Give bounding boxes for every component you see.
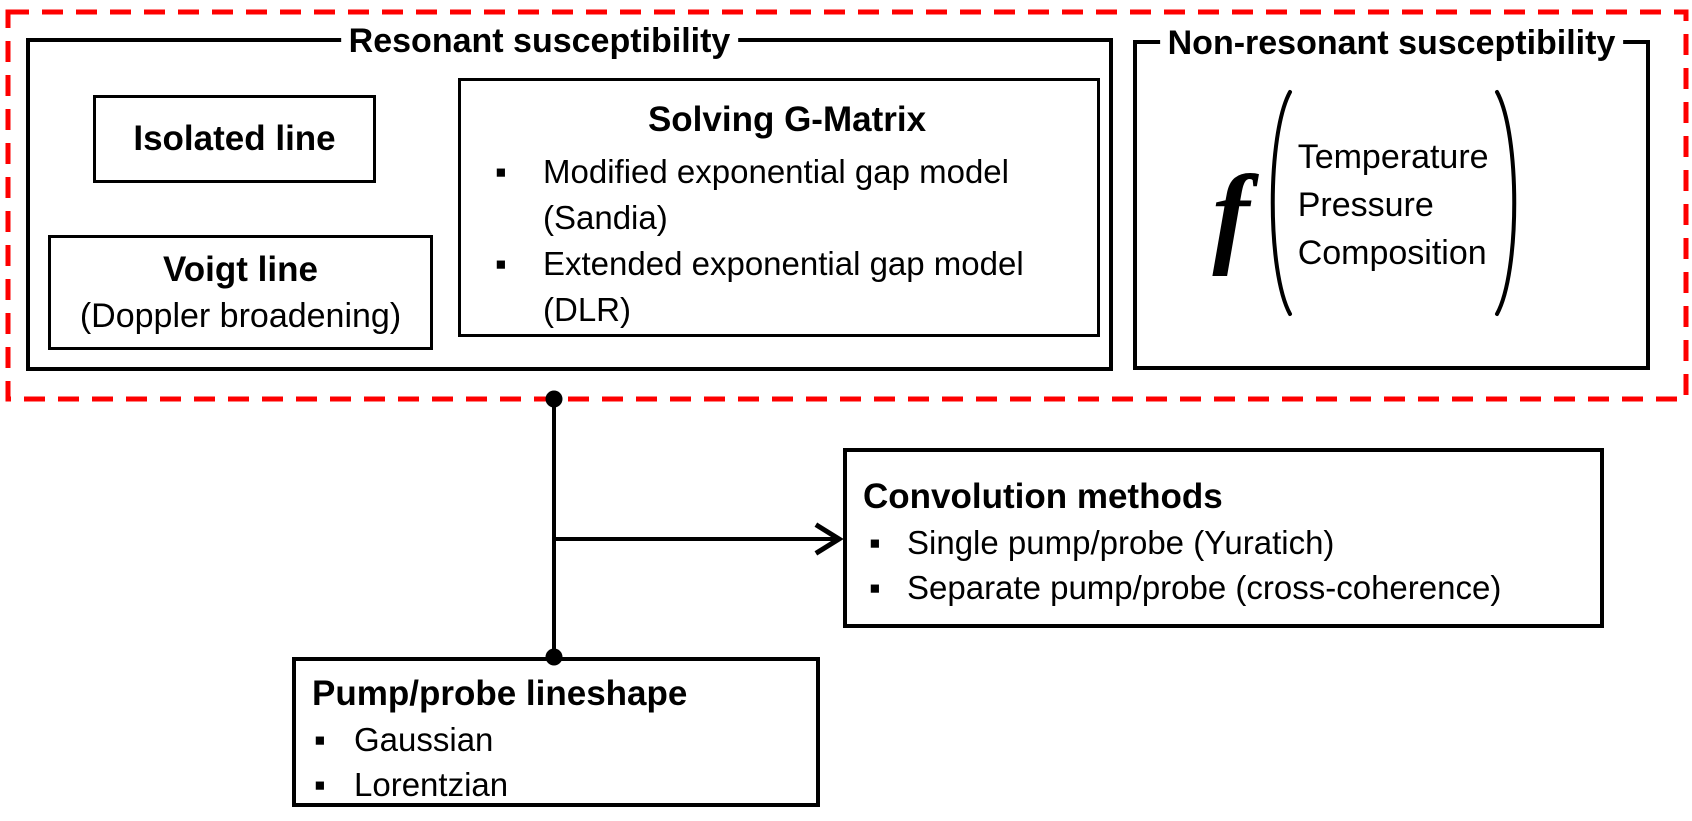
convolution-methods-box: Convolution methods ▪ Single pump/probe …	[843, 448, 1604, 628]
solving-g-matrix-title: Solving G-Matrix	[647, 100, 927, 139]
convolution-methods-title: Convolution methods	[863, 477, 1223, 516]
convolution-item-2: Separate pump/probe (cross-coherence)	[907, 569, 1502, 606]
resonant-group-title: Resonant susceptibility	[340, 20, 739, 62]
function-arguments: Temperature Pressure Composition	[1298, 133, 1489, 277]
isolated-line-title: Isolated line	[133, 119, 336, 158]
pump-probe-lineshape-title: Pump/probe lineshape	[312, 674, 688, 713]
left-paren-icon	[1260, 87, 1296, 324]
right-paren-icon	[1491, 87, 1527, 324]
bullet-square-icon: ▪	[495, 245, 507, 282]
function-argument: Composition	[1297, 234, 1487, 272]
list-item: ▪ Single pump/probe (Yuratich)	[863, 520, 1582, 565]
voigt-line-box: Voigt line (Doppler broadening)	[48, 235, 433, 350]
bullet-square-icon: ▪	[314, 721, 326, 758]
list-item: ▪ Gaussian	[312, 717, 800, 762]
voigt-line-subtitle: (Doppler broadening)	[79, 296, 402, 335]
bullet-square-icon: ▪	[495, 153, 507, 190]
list-item: ▪ Lorentzian	[312, 762, 800, 807]
list-item: ▪ Separate pump/probe (cross-coherence)	[863, 565, 1582, 610]
convolution-item-1: Single pump/probe (Yuratich)	[907, 524, 1335, 561]
function-argument: Pressure	[1297, 186, 1434, 224]
non-resonant-group-title: Non-resonant susceptibility	[1159, 22, 1624, 64]
solving-g-matrix-box: Solving G-Matrix ▪ Modified exponential …	[458, 78, 1100, 337]
bullet-square-icon: ▪	[314, 766, 326, 803]
pump-probe-lineshape-box: Pump/probe lineshape ▪ Gaussian ▪ Lorent…	[292, 657, 820, 807]
list-item: ▪ Extended exponential gap model (DLR)	[495, 241, 1079, 333]
isolated-line-box: Isolated line	[93, 95, 376, 183]
bullet-square-icon: ▪	[869, 569, 881, 606]
function-argument: Temperature	[1297, 138, 1489, 176]
non-resonant-susceptibility-group: Non-resonant susceptibility f Temperatur…	[1133, 22, 1650, 370]
junction-dot-top	[545, 390, 563, 408]
g-matrix-item-1: Modified exponential gap model (Sandia)	[543, 153, 1009, 236]
resonant-susceptibility-group: Resonant susceptibility Isolated line Vo…	[26, 20, 1113, 371]
list-item: ▪ Modified exponential gap model (Sandia…	[495, 149, 1079, 241]
arrow-head-icon	[814, 522, 844, 556]
function-f-symbol: f	[1212, 153, 1250, 277]
g-matrix-item-2: Extended exponential gap model (DLR)	[543, 245, 1024, 328]
lineshape-item-2: Lorentzian	[354, 766, 509, 803]
nonresonant-function-expression: f Temperature Pressure Composition	[1137, 44, 1646, 366]
bullet-square-icon: ▪	[869, 524, 881, 561]
lineshape-item-1: Gaussian	[354, 721, 494, 758]
voigt-line-title: Voigt line	[163, 249, 318, 289]
